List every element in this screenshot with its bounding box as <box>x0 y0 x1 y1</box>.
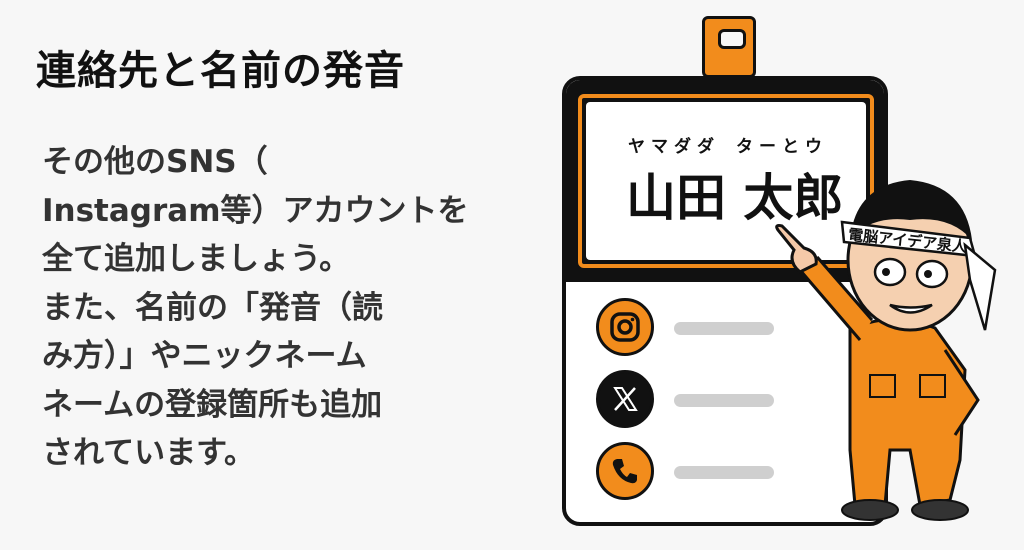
mascot-character: 電脳アイデア泉人 <box>760 160 1020 544</box>
instagram-icon <box>596 298 654 356</box>
body-line: み方）」やニックネーム <box>42 338 367 374</box>
body-line: その他のSNS（ <box>42 144 268 180</box>
placeholder-line <box>674 394 774 407</box>
body-line: また、名前の「発音（読 <box>42 289 383 326</box>
badge-header: ヤマダダ ターとウ 山田 太郎 <box>566 80 884 282</box>
name-ruby-given: ターとウ <box>736 137 828 157</box>
body-text: その他のSNS（ Instagram等）アカウントを 全て追加しましょう。 また… <box>42 138 469 478</box>
body-line: 全て追加しましょう。 <box>42 241 351 277</box>
contact-row-x <box>596 370 856 430</box>
body-line: ネームの登録箇所も追加 <box>42 386 383 423</box>
contact-row-phone <box>596 442 856 502</box>
phone-icon <box>596 442 654 500</box>
contact-badge: ヤマダダ ターとウ 山田 太郎 <box>562 76 888 526</box>
page-title: 連絡先と名前の発音 <box>36 48 405 94</box>
name-ruby-family: ヤマダダ <box>628 137 720 157</box>
contact-name: 山田 太郎 <box>626 169 844 227</box>
body-line: Instagram等）アカウントを <box>42 192 469 229</box>
name-plate: ヤマダダ ターとウ 山田 太郎 <box>586 102 866 260</box>
badge-clip-icon <box>702 16 756 78</box>
x-icon <box>596 370 654 428</box>
placeholder-line <box>674 466 774 479</box>
placeholder-line <box>674 322 774 335</box>
contact-row-instagram <box>596 298 856 358</box>
body-line: されています。 <box>42 435 255 471</box>
